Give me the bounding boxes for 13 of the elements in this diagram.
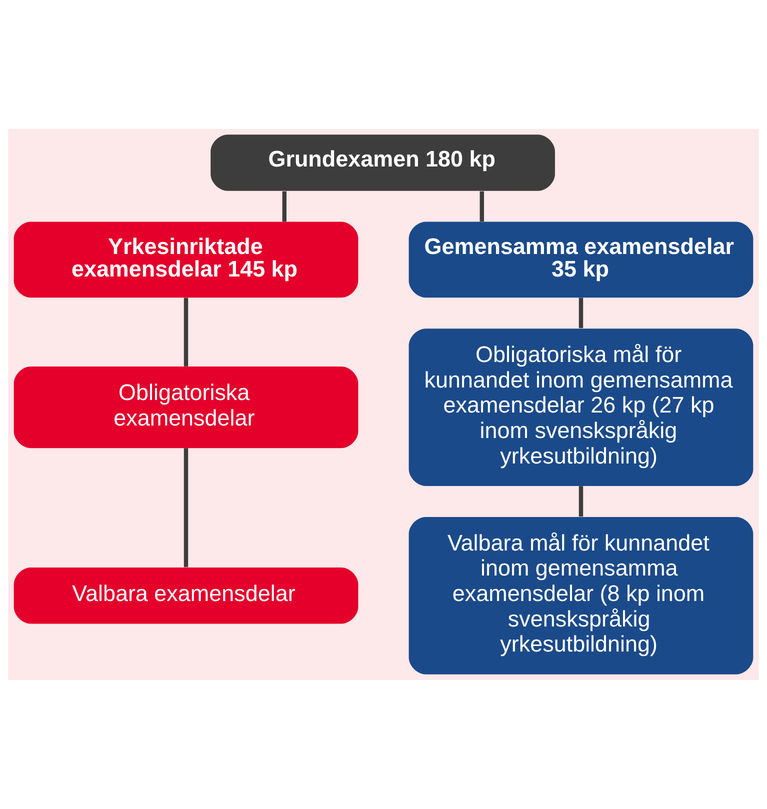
node-box: Valbara examensdelar [14, 568, 358, 624]
node-box: Obligatoriska examensdelar [14, 366, 358, 448]
connector [282, 191, 287, 222]
connector [184, 298, 188, 366]
node-box: Yrkesinriktade examensdelar 145 kp [14, 222, 358, 298]
node-box: Obligatoriska mål för kunnandet inom gemensamma examensdelar 26 kp (27 kp inom svenskspråkig yrkesutbildning) [408, 328, 754, 486]
node-box: Grundexamen 180 kp [210, 134, 555, 191]
connector [578, 486, 584, 517]
node-box: Valbara mål för kunnandet inom gemensamma examensdelar (8 kp inom svenskspråkig yrkesutbildning) [408, 516, 754, 674]
node-box: Gemensamma examensdelar 35 kp [408, 222, 754, 298]
connector [578, 298, 584, 328]
connector [480, 191, 484, 222]
connector [184, 448, 188, 568]
